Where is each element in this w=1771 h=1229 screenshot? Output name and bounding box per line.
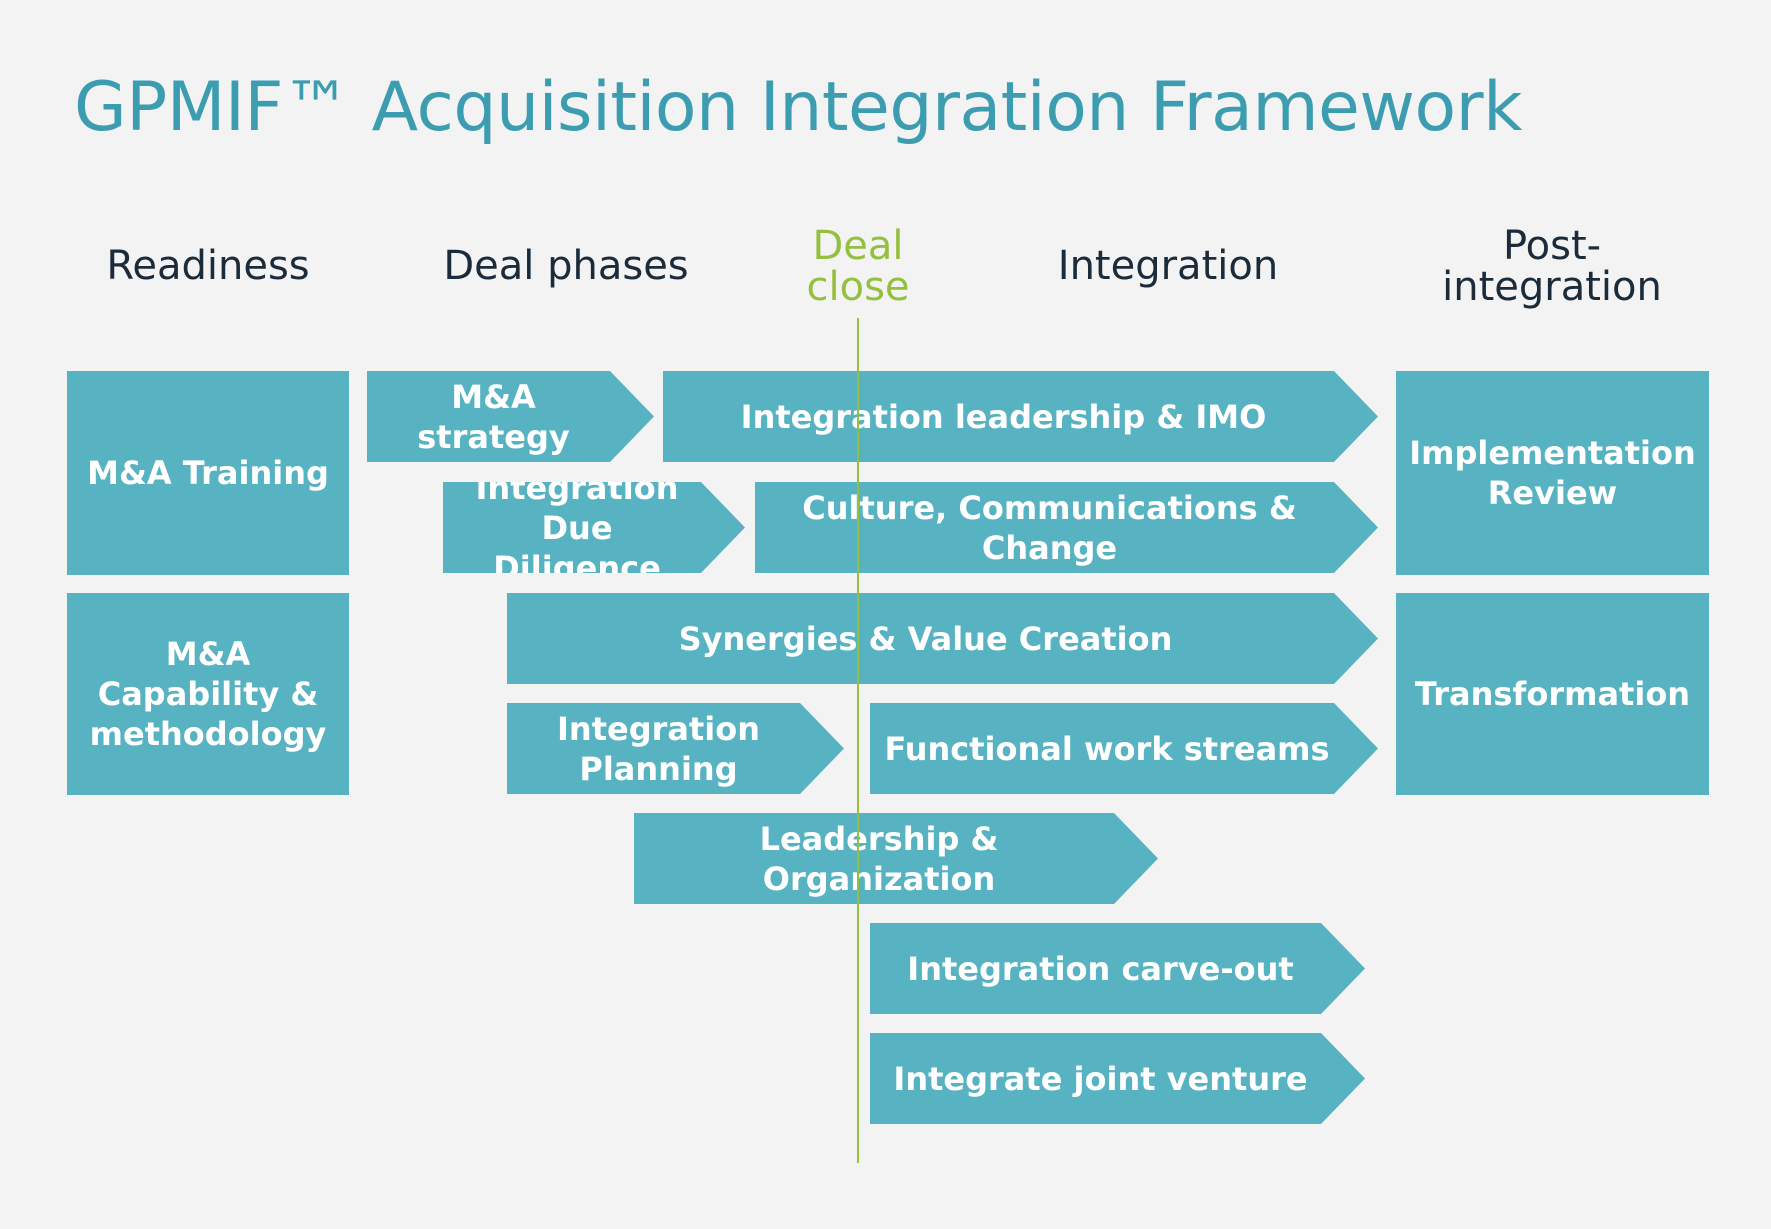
chevron-integration-leadership-imo: Integration leadership & IMO (663, 371, 1378, 462)
chevron-integrate-joint-venture: Integrate joint venture (870, 1033, 1365, 1124)
block-ma-capability-methodology: M&A Capability & methodology (67, 593, 349, 795)
column-heading-readiness: Readiness (106, 243, 310, 289)
page-title: GPMIF™ Acquisition Integration Framework (74, 68, 1522, 147)
block-ma-training: M&A Training (67, 371, 349, 575)
chevron-culture-communications-change: Culture, Communications & Change (755, 482, 1378, 573)
chevron-integration-carve-out: Integration carve-out (870, 923, 1365, 1014)
chevron-integration-planning: Integration Planning (507, 703, 844, 794)
chevron-synergies-value-creation: Synergies & Value Creation (507, 593, 1378, 684)
column-heading-integration: Integration (1057, 243, 1279, 289)
block-transformation: Transformation (1396, 593, 1709, 795)
chevron-integration-due-diligence: Integration Due Diligence (443, 482, 745, 573)
chevron-functional-work-streams: Functional work streams (870, 703, 1378, 794)
chevron-ma-strategy: M&A strategy (367, 371, 654, 462)
block-implementation-review: Implementation Review (1396, 371, 1709, 575)
column-heading-deal-phases: Deal phases (443, 243, 689, 289)
deal-close-line (857, 318, 859, 1163)
column-heading-deal-close: Deal close (806, 223, 910, 310)
column-heading-post-integration: Post- integration (1442, 223, 1662, 310)
chevron-leadership-organization: Leadership & Organization (634, 813, 1158, 904)
